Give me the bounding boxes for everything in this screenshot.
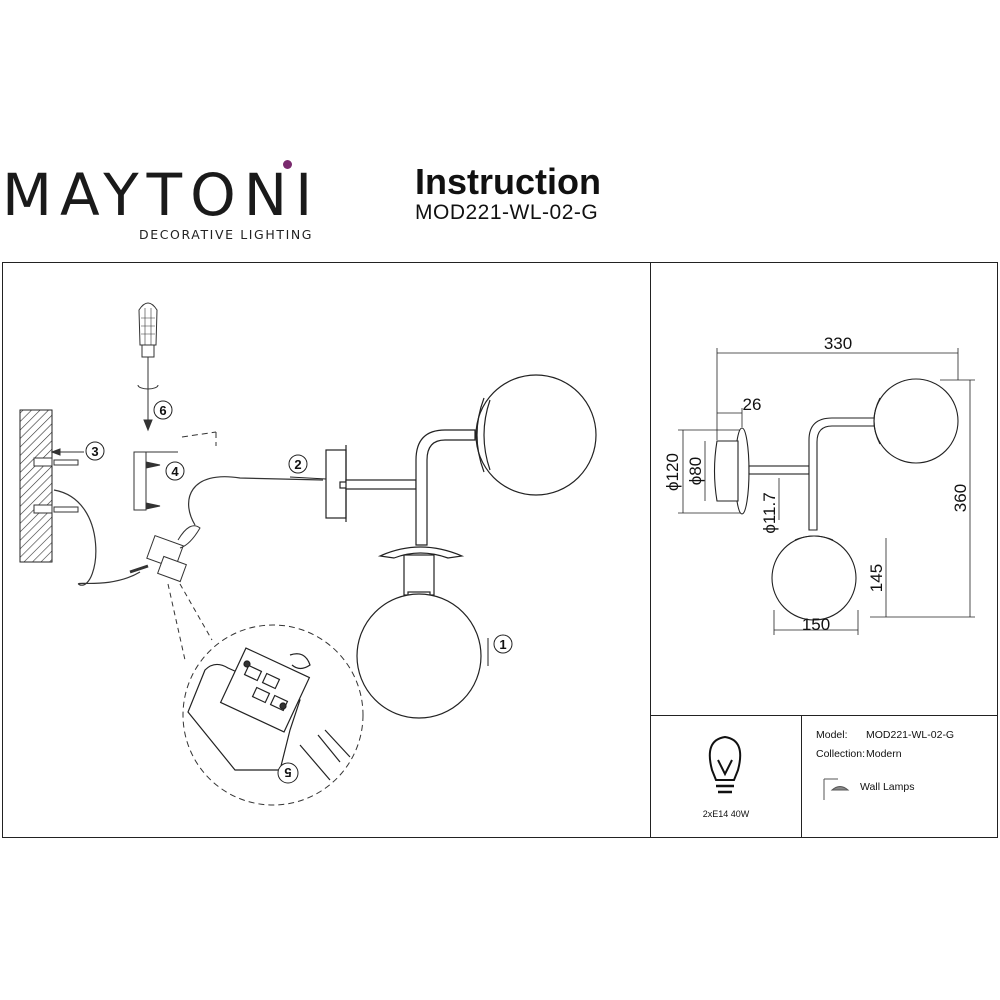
collection-value: Modern — [866, 748, 902, 760]
upper-globe — [475, 374, 597, 496]
brand-logo: MAYTONI — [2, 161, 321, 229]
step-3-label: 3 — [91, 444, 98, 459]
bulb-spec: 2xE14 40W — [703, 809, 750, 819]
dim-base-outer: ϕ120 — [663, 453, 682, 491]
dim-depth: 26 — [743, 395, 762, 414]
wall-plugs — [50, 448, 84, 513]
drawing-frame — [2, 262, 998, 838]
frame-divider-vertical — [650, 262, 651, 838]
brand-logo-dot — [283, 160, 292, 169]
model-value: MOD221-WL-02-G — [866, 729, 955, 741]
terminal-detail — [182, 624, 364, 806]
dim-lower-height: 145 — [867, 564, 886, 592]
lamp-arm — [345, 429, 476, 546]
dim-shade: 150 — [802, 615, 830, 634]
step-4-label: 4 — [171, 464, 179, 479]
step-1-label: 1 — [499, 637, 506, 652]
dim-base-inner: ϕ80 — [686, 457, 705, 485]
screwdriver-icon — [137, 302, 159, 432]
step-2-label: 2 — [294, 457, 301, 472]
dim-width: 330 — [824, 334, 852, 353]
mounting-bracket — [133, 431, 217, 511]
terminal-block — [129, 525, 201, 583]
collection-label: Collection: — [816, 748, 866, 760]
detail-zoom-lines — [167, 583, 213, 661]
frame-divider-horizontal — [650, 715, 998, 716]
category-label: Wall Lamps — [860, 781, 915, 793]
bulb-icon — [708, 735, 742, 794]
step-markers: 1 2 3 4 5 6 — [85, 400, 513, 784]
model-code: MOD221-WL-02-G — [415, 201, 599, 224]
mains-cable — [53, 489, 141, 586]
model-label: Model: — [816, 729, 848, 741]
dim-height: 360 — [951, 484, 970, 512]
wall — [19, 409, 53, 563]
dimension-drawing — [678, 348, 975, 635]
brand-tagline: DECORATIVE LIGHTING — [139, 227, 314, 242]
wall-lamp-icon — [823, 778, 850, 800]
info-divider — [801, 715, 802, 838]
dim-arm: ϕ11.7 — [760, 492, 779, 533]
page-title: Instruction — [415, 161, 601, 202]
dimension-labels: 330 26 ϕ120 ϕ80 ϕ11.7 360 145 150 — [663, 334, 970, 634]
lamp-backplate — [325, 445, 349, 522]
lower-globe — [356, 546, 482, 719]
step-5-label: 5 — [284, 765, 291, 780]
lamp-cable — [188, 476, 324, 526]
step-6-label: 6 — [159, 403, 166, 418]
